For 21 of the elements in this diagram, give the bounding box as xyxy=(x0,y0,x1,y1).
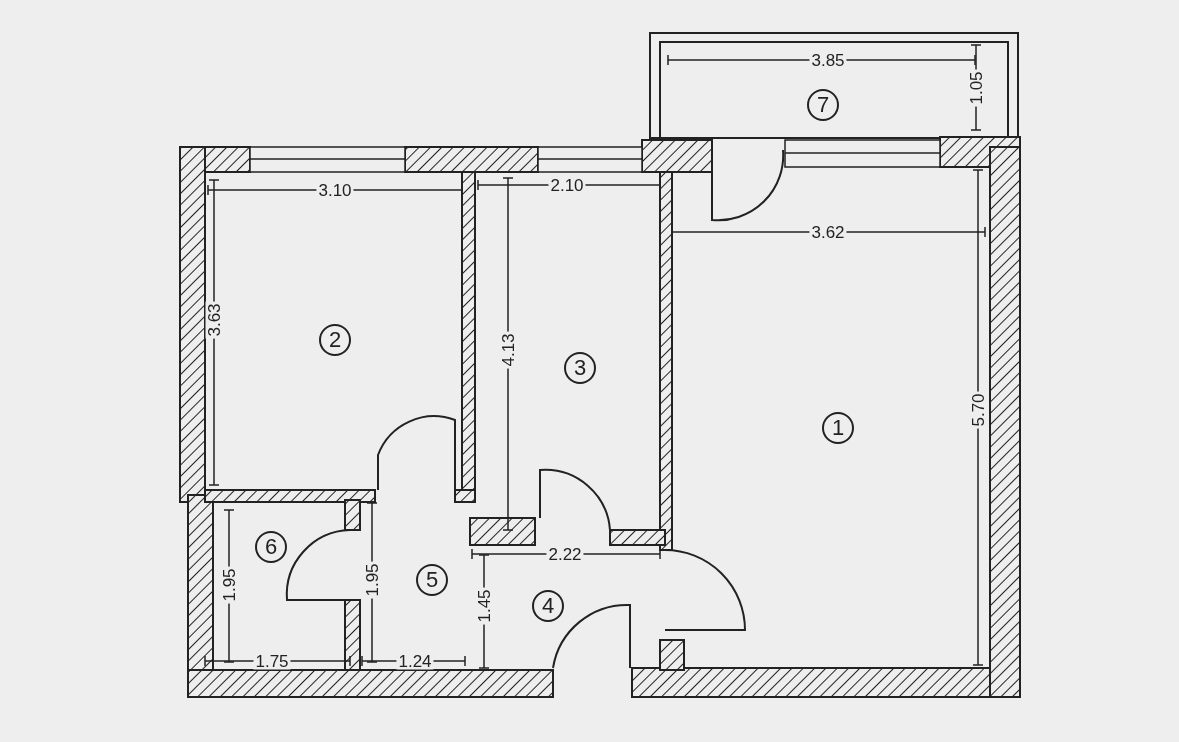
room-number: 3 xyxy=(564,352,596,384)
dimension-label: 3.63 xyxy=(205,301,223,339)
room-number: 1 xyxy=(822,412,854,444)
dimension-label: 2.10 xyxy=(548,176,586,194)
dimension-label: 5.70 xyxy=(969,391,987,429)
room-number: 4 xyxy=(532,590,564,622)
room-number: 6 xyxy=(255,531,287,563)
room-number: 2 xyxy=(319,324,351,356)
dimension-label: 1.75 xyxy=(253,652,291,670)
dimension-label: 1.05 xyxy=(967,69,985,107)
dimension-label: 1.95 xyxy=(220,566,238,604)
dimension-label: 2.22 xyxy=(546,545,584,563)
dimension-label: 3.10 xyxy=(316,181,354,199)
dimension-label: 1.24 xyxy=(396,652,434,670)
dimension-label: 1.45 xyxy=(475,587,493,625)
dimension-label: 4.13 xyxy=(499,331,517,369)
room-number: 5 xyxy=(416,564,448,596)
room-number: 7 xyxy=(807,89,839,121)
dimension-label: 3.62 xyxy=(809,223,847,241)
dimension-label: 1.95 xyxy=(363,561,381,599)
dimension-label: 3.85 xyxy=(809,51,847,69)
